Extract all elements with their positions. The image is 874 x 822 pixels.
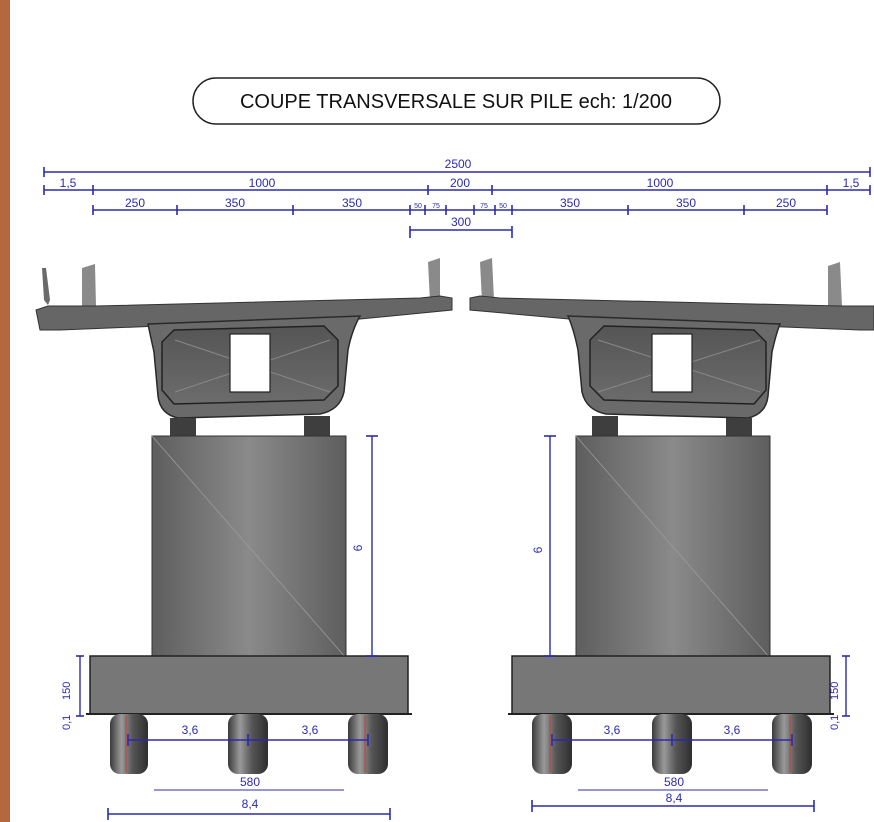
dim-row3-8: 350 — [676, 196, 696, 210]
dim-cap-right-0: 0,1 — [829, 715, 841, 730]
dim-84-right: 8,4 — [666, 791, 683, 805]
dim-pile-spacing-left-1: 3,6 — [302, 723, 319, 737]
dim-pile-spacing-right-0: 3,6 — [604, 723, 621, 737]
dim-cap-left-1: 150 — [61, 682, 73, 700]
dimension-lines: 2500 1,5 1000 200 1000 1,5 — [43, 157, 871, 238]
dim-cap-right-1: 150 — [829, 682, 841, 700]
dim-row3-4: 75 — [432, 203, 440, 210]
dim-row3-7: 350 — [560, 196, 580, 210]
dim-row3-3: 50 — [414, 203, 422, 210]
title-box: COUPE TRANSVERSALE SUR PILE ech: 1/200 — [192, 77, 721, 125]
dim-pier-height-left: 6 — [351, 544, 365, 551]
right-dimensions: 6 0,1 150 3,6 3,6 580 8,4 — [531, 435, 850, 812]
dim-pile-spacing-right-1: 3,6 — [724, 723, 741, 737]
dim-580-right: 580 — [664, 775, 684, 789]
dim-gap-300: 300 — [451, 215, 471, 229]
dim-row3-9: 250 — [776, 196, 796, 210]
title-text: COUPE TRANSVERSALE SUR PILE ech: 1/200 — [240, 91, 672, 113]
left-bridge — [35, 258, 453, 774]
dim-row3-1: 350 — [225, 196, 245, 210]
dim-84-left: 8,4 — [242, 797, 259, 811]
right-bridge — [469, 258, 874, 774]
dim-edge-right: 1,5 — [843, 176, 860, 190]
dim-row3-5: 75 — [480, 203, 488, 210]
dim-row3-0: 250 — [125, 196, 145, 210]
dim-cap-left-0: 0,1 — [61, 715, 73, 730]
dim-total-width: 2500 — [445, 157, 472, 171]
left-dimensions: 6 0,1 150 3,6 3,6 580 8,4 — [61, 435, 391, 820]
dim-580-left: 580 — [240, 775, 260, 789]
dim-pile-spacing-left-0: 3,6 — [182, 723, 199, 737]
dim-row3-2: 350 — [342, 196, 362, 210]
dim-pier-height-right: 6 — [531, 546, 545, 553]
dim-deck-right: 1000 — [647, 176, 674, 190]
dim-edge-left: 1,5 — [60, 176, 77, 190]
dim-row3-6: 50 — [499, 203, 507, 210]
dim-deck-left: 1000 — [249, 176, 276, 190]
dim-gap-center: 200 — [450, 176, 470, 190]
left-piles — [110, 714, 388, 774]
frame-border — [0, 0, 10, 822]
